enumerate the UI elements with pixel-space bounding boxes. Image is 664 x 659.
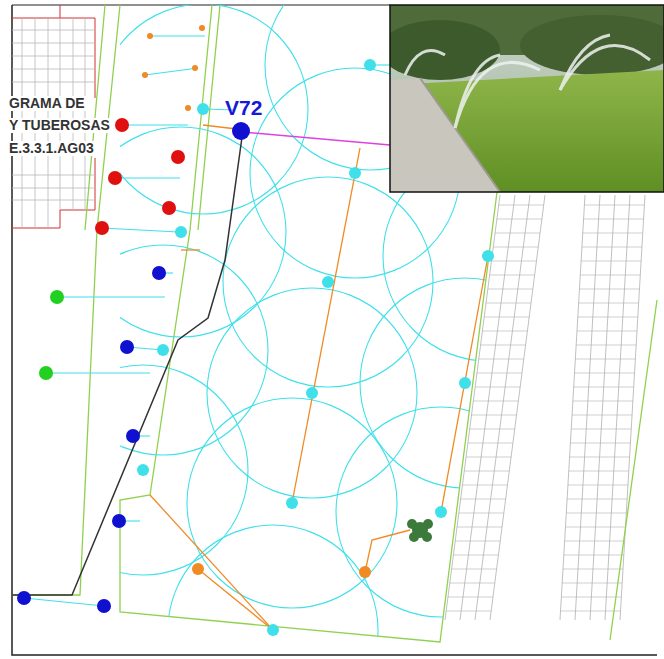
plan-note: E.3.3.1.AG03 <box>8 141 95 156</box>
valve-label: V72 <box>224 96 263 119</box>
plan-note: GRAMA DE <box>8 96 86 111</box>
plan-note: Y TUBEROSAS <box>8 118 111 133</box>
